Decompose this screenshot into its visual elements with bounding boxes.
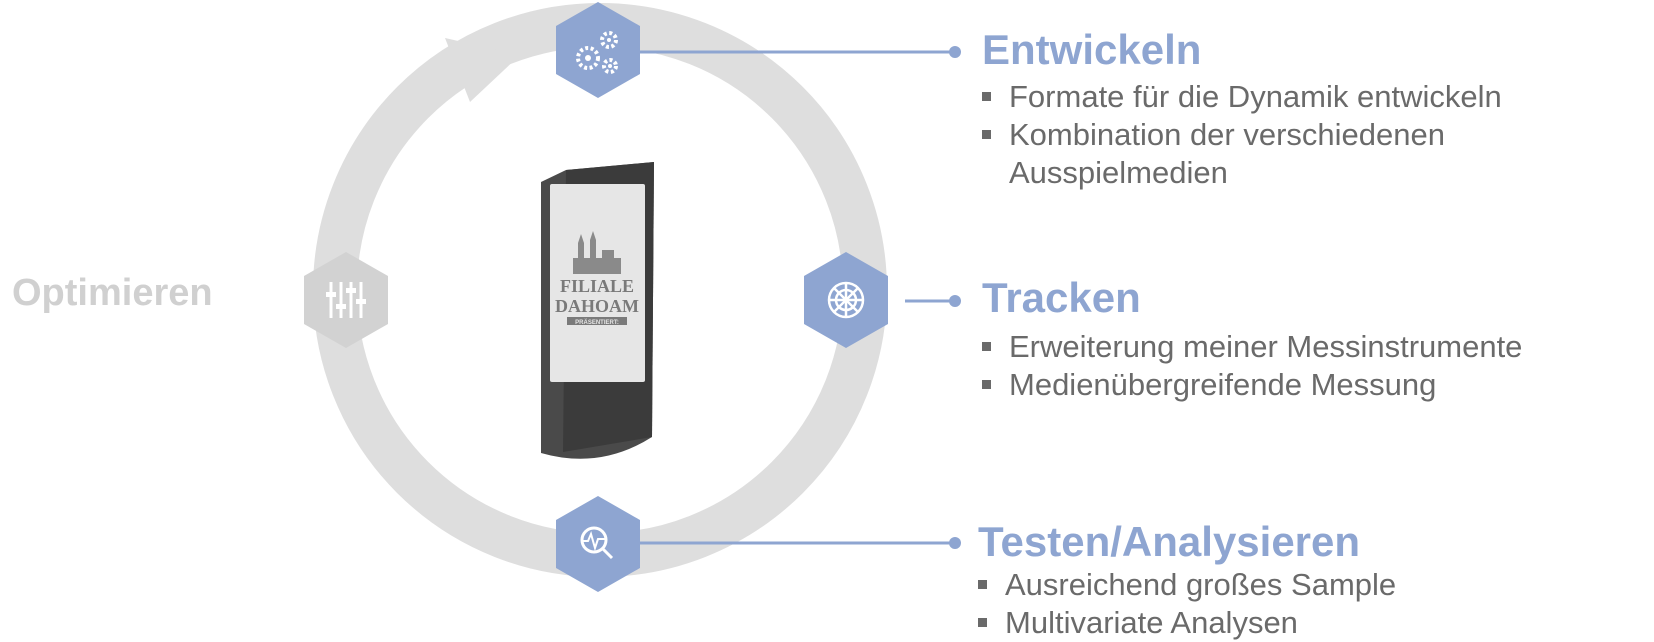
kiosk-screen [550,184,645,382]
connector-entwickeln [636,46,961,58]
hex-entwickeln [556,2,640,98]
testen-bullets: Ausreichend großes Sample Multivariate A… [978,566,1396,642]
kiosk-screen-line1: FILIALE [560,276,634,296]
cycle-arrow-head [445,38,520,102]
optimieren-label: Optimieren [12,272,213,314]
tracken-bullets: Erweiterung meiner Messinstrumente Medie… [982,328,1522,404]
entwickeln-title: Entwickeln [982,26,1202,73]
entwickeln-bullet: Kombination der verschiedenen Ausspielme… [982,116,1654,192]
digital-signage-kiosk-icon: FILIALE DAHOAM PRÄSENTIERT: [541,162,654,459]
testen-bullet: Ausreichend großes Sample [978,566,1396,604]
entwickeln-bullet: Formate für die Dynamik entwickeln [982,78,1654,116]
hex-optimieren [304,252,388,348]
hex-testen [556,496,640,592]
connector-tracken [905,295,961,307]
connector-testen [636,537,961,549]
tracken-bullet: Medienübergreifende Messung [982,366,1522,404]
entwickeln-bullets: Formate für die Dynamik entwickeln Kombi… [982,78,1654,192]
kiosk-screen-tag: PRÄSENTIERT: [575,319,619,326]
kiosk-screen-line2: DAHOAM [555,296,639,316]
tracken-bullet: Erweiterung meiner Messinstrumente [982,328,1522,366]
hex-tracken [804,252,888,348]
analysis-magnifier-icon [580,526,614,560]
gears-icon [576,31,618,74]
tracken-title: Tracken [982,274,1141,321]
testen-bullet: Multivariate Analysen [978,604,1396,642]
sliders-icon [326,282,366,318]
radar-icon [827,281,865,319]
testen-title: Testen/Analysieren [978,518,1361,565]
